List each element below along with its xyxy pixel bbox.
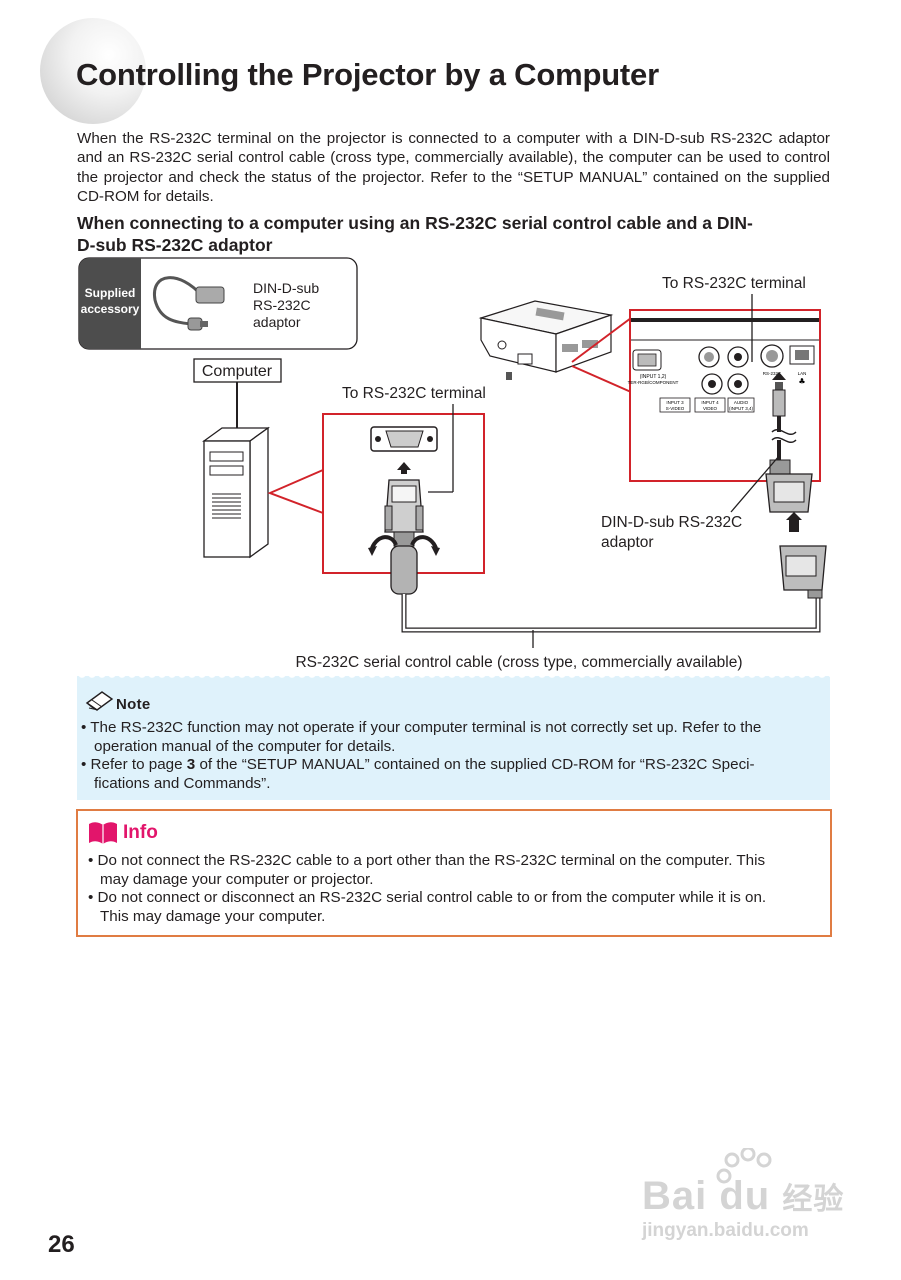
din-adaptor-label-line2: adaptor: [601, 534, 654, 551]
baidu-paw-logo: [716, 1146, 772, 1184]
video-label: VIDEO: [703, 406, 718, 411]
rs232c-port-label: RS-232C: [763, 371, 782, 376]
input3-label: INPUT 3: [666, 400, 684, 405]
audio-label: AUDIO: [734, 400, 749, 405]
note-bullet-1-line1: The RS-232C function may not operate if …: [90, 719, 762, 736]
component-label: TER-RGB/COMPONENT: [628, 380, 679, 385]
note-bullet-2-post: of the “SETUP MANUAL” contained on the s…: [195, 756, 755, 773]
baidu-watermark-main: Bai du 经验: [642, 1174, 844, 1219]
note-title: Note: [116, 696, 151, 713]
note-bullet-2-pre: Refer to page: [90, 756, 187, 773]
section-heading-line2: D-sub RS-232C adaptor: [77, 235, 273, 255]
note-bullet-1-cont: operation manual of the computer for det…: [94, 737, 396, 755]
projector-panel-callout: (INPUT 1,2) TER-RGB/COMPONENT INPUT 3 S-…: [628, 309, 821, 482]
computer-label: Computer: [202, 363, 273, 380]
adaptor-illustration: [153, 276, 225, 331]
info-bullet-2-cont: This may damage your computer.: [100, 907, 326, 925]
page-title: Controlling the Projector by a Computer: [76, 57, 659, 92]
computer-port-callout: To RS-232C terminal: [267, 385, 486, 595]
note-bullet-2-page-ref: 3: [186, 756, 196, 773]
info-bullets: • Do not connect the RS-232C cable to a …: [88, 852, 826, 926]
note-bullets: • The RS-232C function may not operate i…: [81, 719, 829, 793]
page-number: 26: [48, 1231, 75, 1258]
section-heading: When connecting to a computer using an R…: [77, 212, 837, 256]
to-terminal-right-label: To RS-232C terminal: [662, 275, 806, 292]
to-terminal-left-label: To RS-232C terminal: [342, 385, 486, 402]
note-bullet-1: • The RS-232C function may not operate i…: [81, 719, 762, 736]
connection-diagram: Supplied accessory DIN-D-sub RS-232C ada…: [78, 257, 827, 671]
pencil-note-icon: [85, 691, 114, 711]
accessory-label: accessory: [81, 302, 140, 316]
baidu-watermark-cn: 经验: [782, 1183, 845, 1216]
lan-icon: ♣: [798, 377, 805, 386]
info-bullet-2: • Do not connect or disconnect an RS-232…: [88, 889, 767, 906]
din-adaptor-label-line1: DIN-D-sub RS-232C: [601, 514, 742, 531]
book-info-icon: [89, 822, 117, 844]
note-bullet-2: • Refer to page 3 of the “SETUP MANUAL” …: [81, 756, 755, 773]
lan-label: LAN: [798, 371, 807, 376]
input4-label: INPUT 4: [701, 400, 719, 405]
note-bullet-2-cont: fications and Commands”.: [94, 774, 271, 792]
svideo-label: S-VIDEO: [666, 406, 685, 411]
note-box-scalloped-edge: [77, 674, 830, 682]
info-bullet-2-line1: Do not connect or disconnect an RS-232C …: [97, 889, 767, 906]
baidu-watermark-text: Bai du: [642, 1174, 771, 1218]
computer-tower-icon: [201, 426, 271, 559]
section-heading-line1: When connecting to a computer using an R…: [77, 213, 753, 233]
info-bullet-1-cont: may damage your computer or projector.: [100, 870, 374, 888]
cable-label: RS-232C serial control cable (cross type…: [295, 654, 742, 671]
baidu-watermark: Bai du 经验 jingyan.baidu.com: [640, 1146, 850, 1253]
note-box: [77, 676, 830, 800]
info-bullet-1-line1: Do not connect the RS-232C cable to a po…: [97, 852, 766, 869]
info-bullet-1: • Do not connect the RS-232C cable to a …: [88, 852, 766, 869]
projector-illustration: [478, 300, 614, 380]
title-decoration-circle: [40, 18, 146, 124]
adaptor-label-line2: RS-232C: [253, 297, 311, 313]
input12-label: (INPUT 1,2): [640, 374, 667, 380]
info-title: Info: [123, 822, 158, 843]
input34-label: (INPUT 3,4): [729, 406, 753, 411]
info-box: [76, 809, 832, 937]
baidu-watermark-url: jingyan.baidu.com: [642, 1220, 809, 1241]
supplied-accessory-box: Supplied accessory DIN-D-sub RS-232C ada…: [78, 257, 358, 350]
adaptor-label-line1: DIN-D-sub: [253, 280, 319, 296]
din-dsub-adaptor-illustration: [765, 416, 827, 599]
intro-paragraph: When the RS-232C terminal on the project…: [77, 130, 830, 205]
supplied-label: Supplied: [85, 286, 136, 300]
adaptor-label-line3: adaptor: [253, 314, 301, 330]
